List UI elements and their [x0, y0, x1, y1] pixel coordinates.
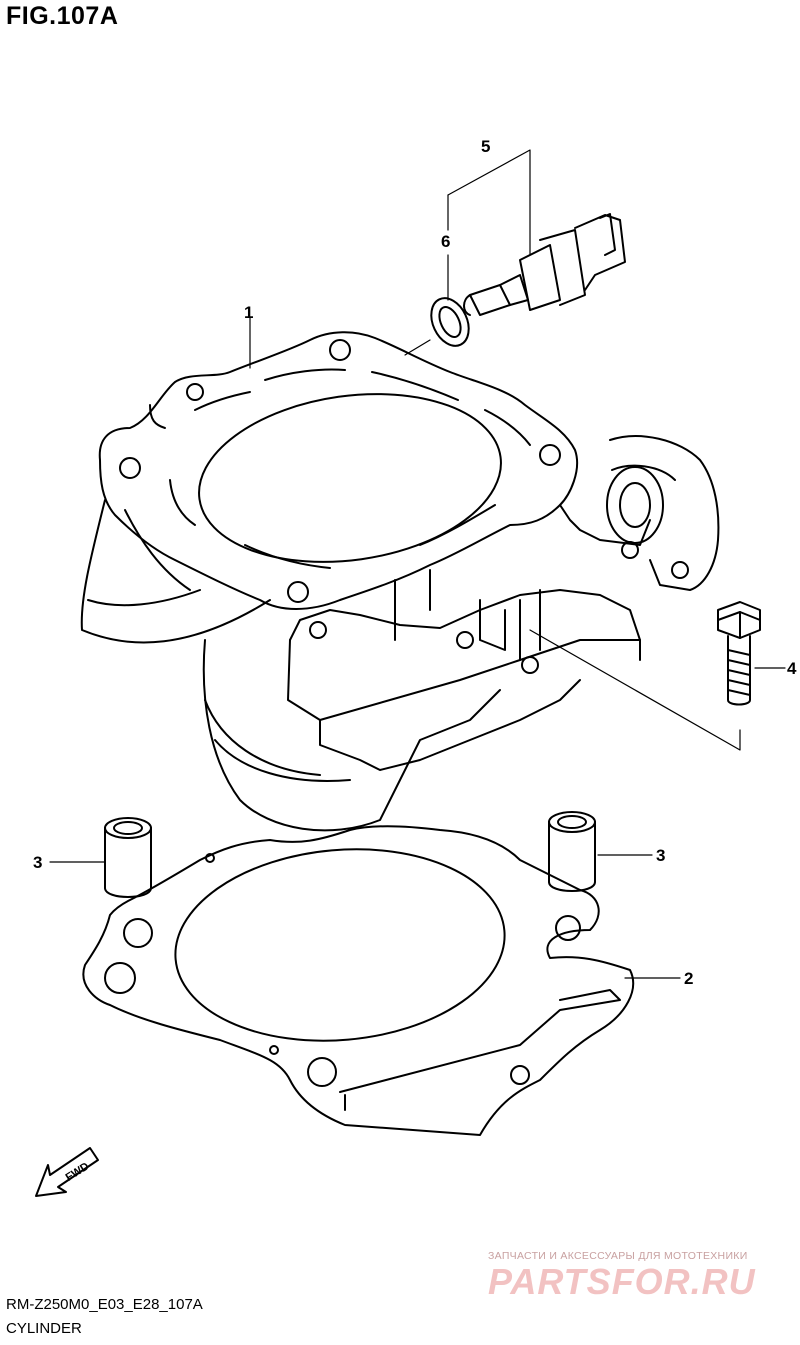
temperature-sensor-part[interactable] [463, 213, 626, 316]
callout-5[interactable]: 5 [481, 137, 490, 156]
bolt-part[interactable] [717, 601, 761, 706]
callout-1[interactable]: 1 [244, 303, 253, 322]
callout-3-left[interactable]: 3 [33, 853, 42, 872]
gasket-washer-part[interactable] [424, 292, 476, 352]
dowel-pin-right-part[interactable] [548, 811, 596, 892]
base-gasket-part[interactable] [82, 825, 635, 1136]
callout-3-right[interactable]: 3 [656, 846, 665, 865]
forward-direction-arrow [35, 1147, 99, 1197]
leader-line-5 [447, 149, 531, 256]
figure-title: FIG.107A [6, 2, 119, 30]
cylinder-part[interactable] [80, 331, 720, 832]
section-name: CYLINDER [6, 1320, 82, 1337]
watermark: ЗАПЧАСТИ И АКСЕССУАРЫ ДЛЯ МОТОТЕХНИКИ [488, 1250, 788, 1262]
callout-4[interactable]: 4 [787, 659, 797, 678]
callout-6[interactable]: 6 [441, 232, 450, 251]
callout-2[interactable]: 2 [684, 969, 693, 988]
dowel-pin-left-part[interactable] [104, 817, 152, 898]
watermark-subtitle: ЗАПЧАСТИ И АКСЕССУАРЫ ДЛЯ МОТОТЕХНИКИ [488, 1250, 748, 1262]
watermark-brand: PARTSFOR.RU [488, 1261, 756, 1302]
diagram-code: RM-Z250M0_E03_E28_107A [6, 1296, 203, 1313]
